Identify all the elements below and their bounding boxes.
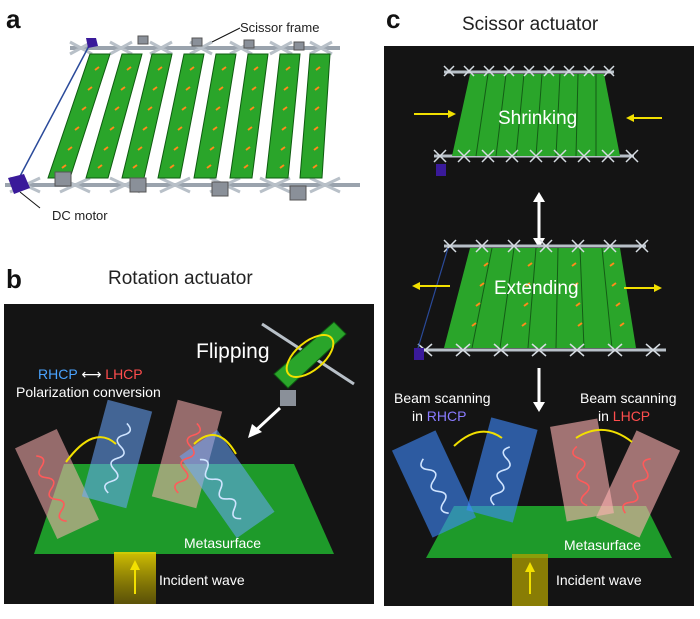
- panel-c-letter: c: [386, 4, 401, 34]
- dc-motor-back: [86, 38, 98, 48]
- shrinking-assembly: [414, 65, 662, 176]
- shrinking-label: Shrinking: [498, 108, 578, 129]
- lhcp-label: LHCP: [105, 366, 143, 382]
- beam-right-in: in: [598, 408, 609, 424]
- panel-b-title: Rotation actuator: [108, 268, 253, 289]
- metasurface-label-c: Metasurface: [564, 537, 642, 553]
- beam-right-line2: in LHCP: [598, 408, 650, 424]
- panel-c-title: Scissor actuator: [462, 14, 599, 35]
- dc-motor-front: [8, 174, 30, 194]
- scissor-array-illustration: [5, 27, 360, 209]
- extending-assembly: [412, 239, 666, 360]
- panel-b-letter: b: [6, 264, 22, 294]
- flipping-label: Flipping: [196, 340, 270, 363]
- scissor-frame-label: Scissor frame: [240, 20, 320, 35]
- conversion-arrow: ⟷: [81, 366, 102, 382]
- scissor-actuator-panel: Shrinking Extending Beam scanning in RHC…: [384, 46, 694, 606]
- beam-right-lhcp: LHCP: [612, 408, 651, 424]
- beam-left-in: in: [412, 408, 423, 424]
- panel-a-letter: a: [6, 4, 21, 34]
- rhcp-label: RHCP: [38, 366, 78, 382]
- incident-wave-label-b: Incident wave: [159, 572, 245, 588]
- dc-motor-label: DC motor: [52, 208, 108, 223]
- metasurface-label-b: Metasurface: [184, 535, 262, 551]
- beam-left-line1: Beam scanning: [394, 390, 491, 406]
- beam-left-line2: in RHCP: [412, 408, 466, 424]
- rotation-actuator-panel: Flipping RHCP ⟷ LHCP Polarization conver…: [4, 304, 374, 604]
- incident-wave-label-c: Incident wave: [556, 572, 642, 588]
- beam-right-line1: Beam scanning: [580, 390, 677, 406]
- flipping-element: [248, 321, 355, 438]
- polarization-conversion-label: Polarization conversion: [16, 384, 161, 400]
- polarization-row: RHCP ⟷ LHCP: [38, 366, 143, 383]
- beam-left-rhcp: RHCP: [426, 408, 467, 424]
- extending-label: Extending: [494, 278, 579, 299]
